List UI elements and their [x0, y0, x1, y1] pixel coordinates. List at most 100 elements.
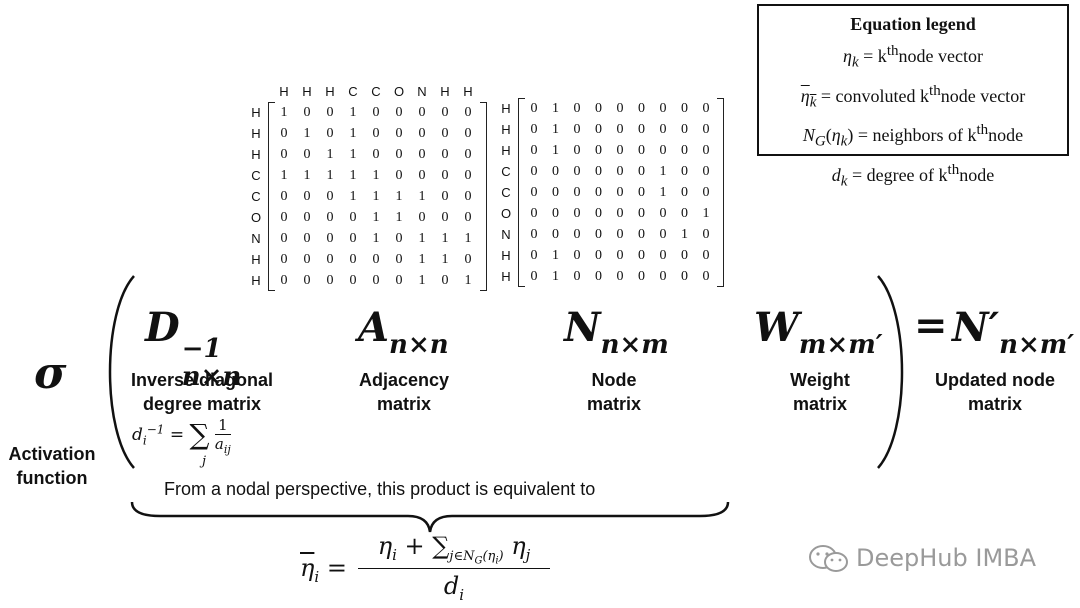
a-symbol: An×n [358, 304, 449, 361]
matrix-cell: 0 [659, 227, 667, 242]
column-label: H [440, 84, 450, 99]
matrix-cell: 1 [349, 168, 357, 183]
matrix-cell: 0 [395, 231, 403, 246]
matrix-cell: 0 [638, 248, 645, 263]
matrix-cell: 0 [280, 126, 288, 141]
matrix-cell: 0 [326, 231, 334, 246]
activation-function-label: Activation function [8, 444, 96, 488]
matrix-cell: 0 [681, 101, 688, 116]
matrix-cell: 1 [326, 168, 334, 183]
n-symbol: Nn×m [564, 304, 669, 361]
matrix-cell: 0 [303, 105, 311, 120]
matrix-cell: 1 [418, 252, 426, 267]
matrix-cell: 1 [418, 231, 426, 246]
matrix-cell: 1 [552, 269, 559, 284]
matrix-cell: 0 [702, 101, 710, 116]
column-label: H [463, 84, 473, 99]
matrix-cell: 1 [395, 189, 403, 204]
column-label: C [348, 84, 358, 99]
legend-line-neighbors: NG(ηk) = neighbors of kthnode [802, 122, 1024, 150]
matrix-cell: 0 [616, 206, 624, 221]
equals-symbol: = [914, 302, 948, 349]
matrix-cell: 0 [372, 147, 380, 162]
matrix-cell: 0 [552, 185, 559, 200]
legend-line-node-vector: ηk = kthnode vector [843, 43, 983, 71]
matrix-cell: 0 [616, 227, 624, 242]
matrix-cell: 0 [464, 147, 472, 162]
matrix-cell: 0 [326, 105, 334, 120]
matrix-cell: 0 [326, 210, 334, 225]
matrix-cell: 0 [659, 143, 667, 158]
matrix-cell: 0 [638, 269, 645, 284]
matrix-cell: 0 [280, 189, 288, 204]
matrix-cell: 1 [659, 164, 667, 179]
matrix-cell: 1 [326, 147, 334, 162]
matrix-cell: 0 [702, 227, 710, 242]
matrix-cell: 0 [616, 185, 624, 200]
matrix-cell: 1 [303, 126, 311, 141]
matrix-cell: 0 [441, 147, 449, 162]
matrix-cell: 1 [418, 273, 426, 288]
matrix-cell: 0 [280, 273, 288, 288]
matrix-cell: 1 [395, 210, 403, 225]
matrix-cell: 0 [573, 185, 581, 200]
d-inverse-symbol: D −1 n×n [145, 304, 242, 393]
matrix-cell: 1 [372, 231, 380, 246]
matrix-cell: 0 [326, 189, 334, 204]
matrix-cell: 1 [552, 122, 559, 137]
matrix-cell: 0 [418, 210, 426, 225]
matrix-cell: 0 [395, 126, 403, 141]
matrix-cell: 0 [681, 164, 688, 179]
matrix-cell: 0 [530, 143, 538, 158]
row-label: C [501, 164, 511, 179]
node-matrix-label: Node matrix [586, 370, 642, 414]
matrix-cell: 0 [303, 210, 311, 225]
n-prime-symbol: N′n×m′ [952, 304, 1075, 361]
matrix-cell: 0 [659, 101, 667, 116]
matrix-cell: 0 [372, 252, 380, 267]
matrix-right-bracket [716, 98, 724, 287]
matrix-cell: 0 [595, 101, 602, 116]
matrix-cell: 0 [595, 122, 602, 137]
matrix-cell: 0 [530, 227, 538, 242]
equation-legend: Equation legend ηk = kthnode vector ηk =… [757, 4, 1069, 189]
degree-formula: di−1 = ∑ 1 aij j [132, 415, 231, 469]
legend-title: Equation legend [850, 14, 976, 34]
matrix-cell: 1 [552, 101, 559, 116]
matrix-cell: 0 [552, 206, 559, 221]
matrix-cell: 1 [702, 206, 710, 221]
matrix-cell: 0 [573, 122, 581, 137]
row-label: O [250, 210, 262, 225]
matrix-cell: 0 [595, 164, 602, 179]
matrix-cell: 0 [326, 126, 334, 141]
matrix-cell: 0 [573, 227, 581, 242]
matrix-cell: 0 [326, 252, 334, 267]
matrix-cell: 0 [372, 105, 380, 120]
matrix-cell: 0 [573, 206, 581, 221]
matrix-cell: 0 [395, 105, 403, 120]
matrix-cell: 0 [349, 273, 357, 288]
matrix-cell: 1 [280, 168, 288, 183]
matrix-cell: 0 [349, 210, 357, 225]
matrix-cell: 1 [349, 126, 357, 141]
matrix-cell: 0 [418, 126, 426, 141]
row-label: H [251, 105, 261, 120]
matrix-cell: 0 [303, 252, 311, 267]
matrix-cell: 0 [595, 269, 602, 284]
column-label: O [393, 84, 405, 99]
matrix-cell: 0 [280, 252, 288, 267]
matrix-cell: 0 [530, 248, 538, 263]
legend-line-degree: dk = degree of kthnode [831, 161, 995, 190]
matrix-cell: 0 [530, 101, 538, 116]
matrix-cell: 0 [441, 210, 449, 225]
matrix-cell: 1 [349, 147, 357, 162]
matrix-cell: 0 [638, 164, 645, 179]
row-label: C [501, 185, 511, 200]
matrix-cell: 1 [303, 168, 311, 183]
matrix-cell: 0 [595, 143, 602, 158]
matrix-cell: 0 [638, 101, 645, 116]
column-label: H [279, 84, 289, 99]
row-label: C [251, 168, 261, 183]
matrix-cell: 0 [702, 122, 710, 137]
